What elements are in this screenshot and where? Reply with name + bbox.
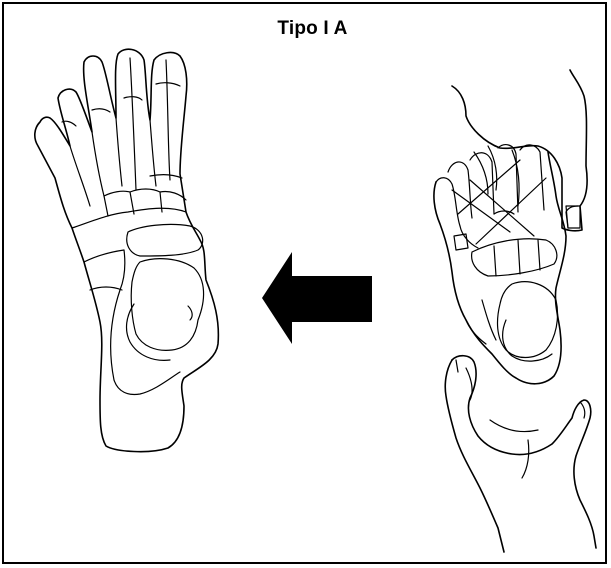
foot-outline bbox=[35, 49, 219, 451]
metatarsal-6 bbox=[70, 146, 90, 206]
metatarsal-1 bbox=[92, 132, 104, 196]
navicular bbox=[127, 224, 203, 256]
lower-hand-outline bbox=[452, 356, 596, 548]
tarsal-row bbox=[72, 208, 186, 228]
hands-manipulating-foot bbox=[434, 70, 596, 552]
metatarsal-2 bbox=[116, 118, 122, 186]
metatarsal-3 bbox=[130, 58, 136, 190]
metatarsal-5 bbox=[166, 60, 170, 180]
calcaneus bbox=[111, 290, 180, 394]
reduced-foot-skeleton bbox=[35, 49, 219, 451]
direction-arrow-icon bbox=[262, 252, 372, 344]
talus bbox=[131, 259, 203, 351]
displaced-tarsal-row bbox=[472, 239, 557, 276]
displaced-talus bbox=[498, 282, 558, 358]
upper-hand-outline bbox=[452, 70, 587, 231]
